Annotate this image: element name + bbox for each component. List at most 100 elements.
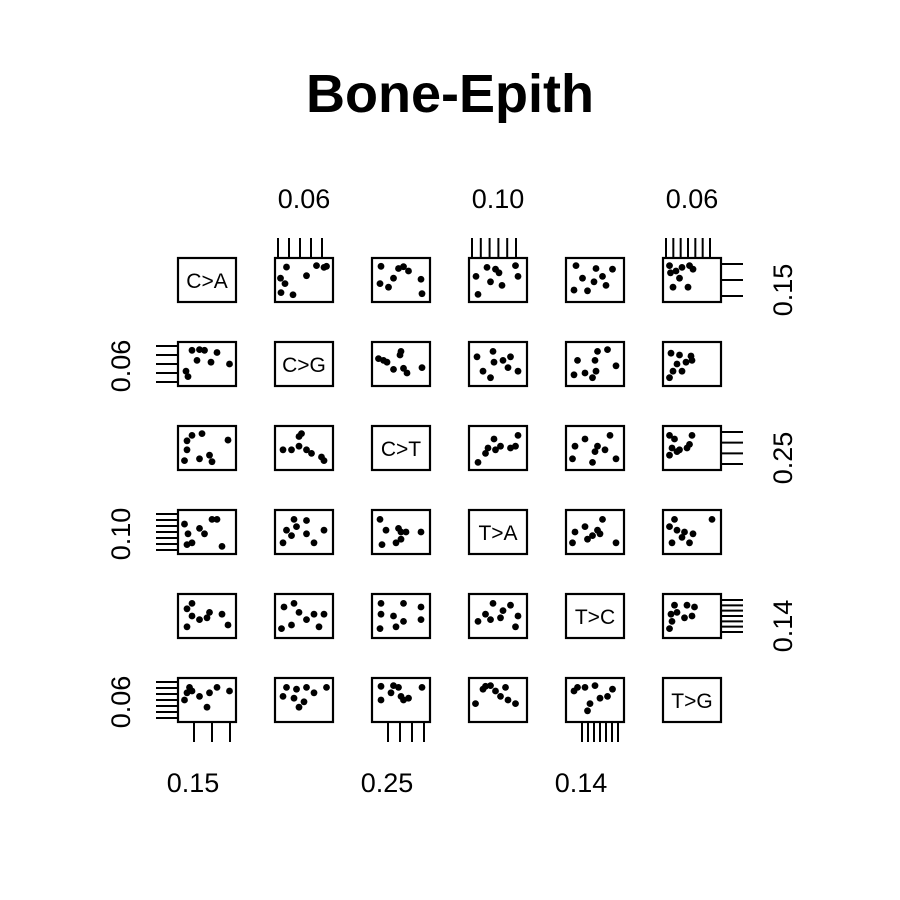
point-2-3-0 — [474, 459, 482, 466]
point-0-5-3 — [667, 269, 674, 277]
point-1-2-4 — [403, 369, 411, 377]
point-1-4-4 — [591, 357, 599, 364]
point-1-0-0 — [182, 367, 190, 375]
point-1-3-5 — [514, 367, 522, 375]
panel-4-4 — [564, 592, 626, 640]
point-3-0-2 — [184, 530, 192, 538]
point-0-1-3 — [303, 272, 310, 280]
point-2-4-4 — [594, 442, 601, 450]
point-2-5-5 — [671, 435, 678, 443]
point-2-0-0 — [181, 457, 188, 464]
point-3-4-8 — [599, 516, 606, 523]
point-0-3-1 — [487, 278, 494, 286]
point-4-5-0 — [666, 625, 673, 632]
point-5-2-7 — [418, 684, 426, 691]
point-0-4-0 — [570, 286, 578, 294]
point-3-2-0 — [378, 541, 386, 548]
point-5-3-0 — [472, 700, 479, 707]
point-4-5-7 — [691, 603, 698, 611]
point-2-3-7 — [490, 435, 498, 443]
point-4-5-4 — [688, 612, 696, 620]
point-1-4-8 — [594, 348, 601, 355]
point-3-5-4 — [666, 523, 673, 530]
left-tick-label-2: 0.06 — [106, 676, 136, 729]
left-tick-label-1: 0.10 — [106, 508, 136, 561]
point-5-1-1 — [283, 684, 290, 691]
point-0-1-8 — [283, 263, 290, 271]
point-1-0-1 — [193, 357, 201, 364]
panel-4-0 — [176, 592, 238, 640]
point-3-5-2 — [686, 539, 693, 547]
point-0-1-0 — [277, 289, 285, 296]
point-1-3-6 — [489, 348, 497, 355]
point-2-3-1 — [482, 450, 489, 457]
point-4-2-4 — [400, 618, 407, 625]
point-4-1-4 — [320, 610, 328, 618]
point-4-1-7 — [290, 600, 298, 607]
point-4-0-5 — [206, 609, 213, 616]
point-5-1-0 — [279, 693, 287, 700]
point-3-1-7 — [303, 517, 310, 524]
point-1-5-8 — [667, 349, 675, 357]
point-0-2-1 — [385, 283, 392, 291]
point-5-3-3 — [492, 687, 499, 695]
point-2-0-8 — [208, 458, 216, 466]
point-4-0-1 — [188, 612, 196, 620]
point-5-1-5 — [310, 689, 318, 697]
point-2-0-1 — [183, 446, 191, 454]
point-4-0-2 — [196, 616, 203, 623]
panel-2-3 — [467, 424, 529, 472]
point-5-4-3 — [586, 700, 594, 707]
point-3-2-5 — [417, 528, 425, 536]
panel-3-4 — [564, 508, 626, 556]
point-5-0-6 — [226, 687, 233, 695]
point-0-2-7 — [390, 274, 397, 282]
right-tick-label-1: 0.25 — [768, 432, 798, 485]
point-4-0-3 — [203, 614, 211, 622]
point-0-3-6 — [512, 262, 519, 269]
point-3-2-8 — [376, 516, 384, 523]
point-0-5-1 — [684, 283, 692, 291]
point-4-0-0 — [183, 623, 191, 631]
point-2-3-8 — [514, 432, 522, 439]
point-1-0-6 — [184, 373, 192, 380]
point-1-5-2 — [673, 360, 681, 368]
point-2-3-6 — [512, 442, 519, 450]
point-5-0-4 — [203, 703, 211, 711]
point-0-5-8 — [666, 262, 673, 269]
panel-0-0 — [176, 256, 238, 304]
point-5-0-3 — [196, 693, 203, 700]
panel-4-3 — [467, 592, 529, 640]
point-2-1-2 — [295, 442, 303, 450]
point-1-2-6 — [397, 348, 405, 355]
point-1-0-2 — [201, 346, 208, 354]
point-3-5-0 — [668, 539, 676, 547]
point-5-3-5 — [504, 696, 512, 704]
point-4-1-5 — [295, 609, 303, 616]
panel-0-1 — [273, 256, 335, 304]
panel-3-1 — [273, 508, 335, 556]
panel-4-2 — [370, 592, 432, 640]
point-3-0-7 — [196, 525, 203, 532]
point-5-1-7 — [293, 685, 300, 693]
panel-1-5 — [661, 340, 723, 388]
point-0-4-5 — [602, 282, 610, 289]
diagonal-label-5: T>G — [671, 690, 712, 713]
point-1-2-8 — [380, 357, 387, 364]
point-0-4-1 — [579, 274, 586, 282]
point-0-5-2 — [676, 274, 683, 282]
point-4-5-5 — [671, 601, 678, 609]
point-5-1-4 — [300, 698, 308, 706]
point-4-3-0 — [474, 618, 482, 625]
point-3-2-6 — [395, 525, 402, 532]
point-2-4-3 — [591, 448, 599, 455]
point-1-4-0 — [570, 371, 578, 379]
point-4-5-6 — [683, 601, 691, 609]
point-4-5-2 — [673, 609, 681, 616]
point-0-4-4 — [609, 265, 616, 273]
point-3-5-1 — [678, 534, 686, 541]
left-tick-label-0: 0.06 — [106, 340, 136, 393]
point-1-5-5 — [676, 351, 683, 359]
point-0-5-7 — [689, 265, 697, 273]
point-3-2-7 — [382, 526, 390, 534]
